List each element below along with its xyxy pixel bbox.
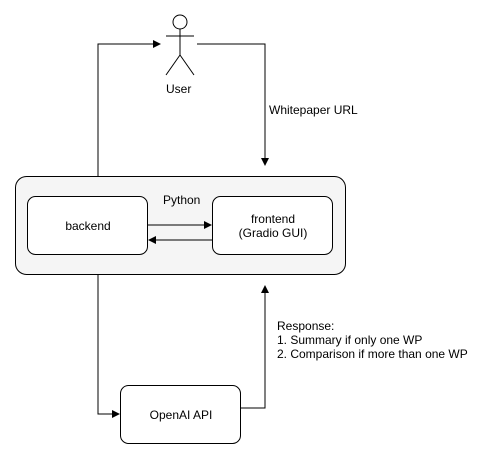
- openai-api-label-text: OpenAI API: [149, 408, 213, 422]
- openai-api-node: [120, 385, 241, 444]
- response-label-line2: 1. Summary if only one WP: [277, 333, 423, 347]
- edge-python-to-openai: [97, 275, 120, 418]
- edge-python-to-user: [97, 40, 161, 176]
- edge-openai-to-frontend: [241, 285, 269, 409]
- frontend-label-line2: (Gradio GUI): [238, 226, 308, 240]
- frontend-label-line1: frontend: [250, 212, 296, 226]
- backend-node: [27, 196, 148, 255]
- openai-api-label: OpenAI API: [121, 386, 241, 444]
- edge-user-to-frontend: [197, 43, 269, 166]
- user-label: User: [166, 82, 192, 96]
- response-label: Response: 1. Summary if only one WP 2. C…: [277, 319, 468, 361]
- backend-label: backend: [28, 197, 148, 255]
- frontend-label: frontend (Gradio GUI): [213, 197, 333, 255]
- response-label-line1: Response:: [277, 319, 335, 333]
- response-label-line3: 2. Comparison if more than one WP: [277, 347, 468, 361]
- frontend-node: [212, 196, 333, 255]
- user-actor-icon: [165, 14, 195, 76]
- whitepaper-url-label: Whitepaper URL: [269, 103, 358, 117]
- python-label: Python: [163, 193, 201, 207]
- backend-label-text: backend: [65, 219, 111, 233]
